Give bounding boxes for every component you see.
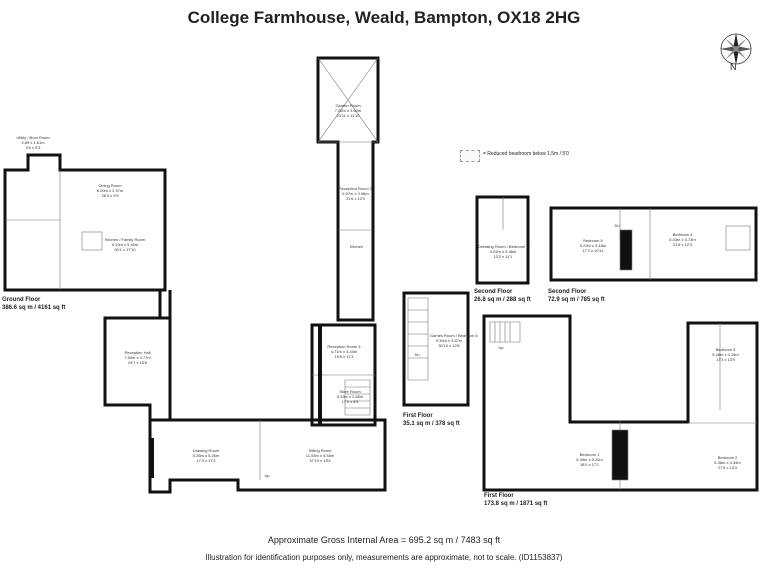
second-floor-b-caption: Second Floor 72.9 sq m / 785 sq ft bbox=[548, 288, 605, 304]
mark-up: Up bbox=[264, 473, 270, 478]
ground-floor-area: 386.6 sq m / 4161 sq ft bbox=[2, 305, 66, 311]
ground-wall-reception4 bbox=[310, 323, 377, 427]
gross-internal-area: Approximate Gross Internal Area = 695.2 … bbox=[267, 535, 501, 545]
first-stair bbox=[407, 297, 429, 381]
ground-stair bbox=[344, 379, 371, 416]
room-bedroom1: Bedroom 1 5.49m x 5.20m 18'0 x 17'1 bbox=[576, 452, 603, 467]
room-kitchen-family: Kitchen / Family Room 9.10m x 5.45m 30'1… bbox=[104, 237, 146, 252]
north-label: N bbox=[730, 62, 737, 72]
room-sitting: Sitting Room 11.53m x 5.58m 37'10 x 18'4 bbox=[305, 448, 335, 463]
second-floor-b-wall bbox=[549, 206, 758, 282]
second-floor-b-name: Second Floor bbox=[548, 289, 587, 295]
second-floor-a-area: 26.8 sq m / 288 sq ft bbox=[474, 297, 531, 303]
first-floor-b-name: First Floor bbox=[484, 493, 514, 499]
ground-floor-name: Ground Floor bbox=[2, 297, 41, 303]
second-floor-a-wall bbox=[475, 195, 530, 285]
ground-wall-left-block bbox=[3, 153, 167, 292]
room-games: Games Room / Bedroom 6 9.39m x 3.87m 30'… bbox=[430, 333, 478, 348]
room-drawing: Drawing Room 5.26m x 5.26m 17'3 x 17'3 bbox=[192, 448, 220, 463]
room-reception-hall: Reception Hall 7.50m x 4.77m 24'7 x 15'8 bbox=[124, 350, 151, 365]
ground-wall-reception-hall bbox=[103, 316, 172, 422]
second-floor-b-area: 72.9 sq m / 785 sq ft bbox=[548, 297, 605, 303]
first-floor-a-wall bbox=[402, 291, 470, 407]
first-floor-b-area: 173.8 sq m / 1871 sq ft bbox=[484, 501, 548, 507]
room-bedroom5: Bedroom 5 5.23m x 3.18m 17'2 x 10'11 bbox=[579, 238, 607, 253]
mark-up-first: Up bbox=[498, 345, 504, 350]
compass-rose-icon bbox=[720, 33, 752, 65]
first-floor-a-caption: First Floor 35.1 sq m / 378 sq ft bbox=[403, 412, 460, 428]
disclaimer: Illustration for identification purposes… bbox=[205, 553, 563, 562]
room-bedroom2: Bedroom 2 5.38m x 4.34m 17'8 x 14'3 bbox=[714, 455, 741, 470]
ground-floor-caption: Ground Floor 386.6 sq m / 4161 sq ft bbox=[2, 296, 65, 312]
room-store: Store Room 5.33m x 2.65m 17'6 x 8'8 bbox=[336, 389, 364, 404]
first-floor-b-wall bbox=[482, 314, 759, 492]
mark-dn: Dn bbox=[414, 352, 420, 357]
first-floor-b-caption: First Floor 173.8 sq m / 1871 sq ft bbox=[484, 492, 547, 508]
first-b-stair bbox=[489, 321, 521, 343]
room-bedroom4: Bedroom 4 6.03m x 3.73m 21'6 x 12'3 bbox=[669, 232, 696, 247]
ground-wall-corridor bbox=[158, 290, 172, 320]
second-floor-a-name: Second Floor bbox=[474, 289, 513, 295]
legend-text: = Reduced headroom below 1.5m / 5'0 bbox=[483, 151, 569, 157]
first-floor-a-area: 35.1 sq m / 378 sq ft bbox=[403, 421, 460, 427]
room-kitchen: Kitchen bbox=[349, 244, 364, 249]
room-reception3: Reception Room 3 6.57m x 3.66m 21'6 x 12… bbox=[338, 186, 373, 201]
reduced-headroom-swatch bbox=[460, 150, 480, 162]
mark-dn-second: Dn bbox=[614, 223, 620, 228]
room-reception4: Reception Room 4 4.71m x 3.44m 15'5 x 11… bbox=[327, 344, 361, 359]
ground-wall-lower-block bbox=[148, 418, 387, 494]
room-utility: Utility / Boot Room 2.89 x 1.61m 9'6 x 5… bbox=[16, 135, 50, 150]
room-bedroom3: Bedroom 3 5.28m x 4.19m 17'3 x 13'9 bbox=[712, 347, 739, 362]
room-dining: Dining Room 8.00m x 2.97m 26'3 x 9'9 bbox=[96, 183, 124, 198]
second-floor-a-caption: Second Floor 26.8 sq m / 288 sq ft bbox=[474, 288, 531, 304]
first-floor-a-name: First Floor bbox=[403, 413, 433, 419]
page-title: College Farmhouse, Weald, Bampton, OX18 … bbox=[187, 8, 581, 27]
room-dressing: Dressing Room / Bedroom 7 4.02m x 3.38m … bbox=[478, 244, 529, 259]
room-garden: Garden Room 7.26m x 3.60m 23'11 x 11'10 bbox=[334, 103, 362, 118]
